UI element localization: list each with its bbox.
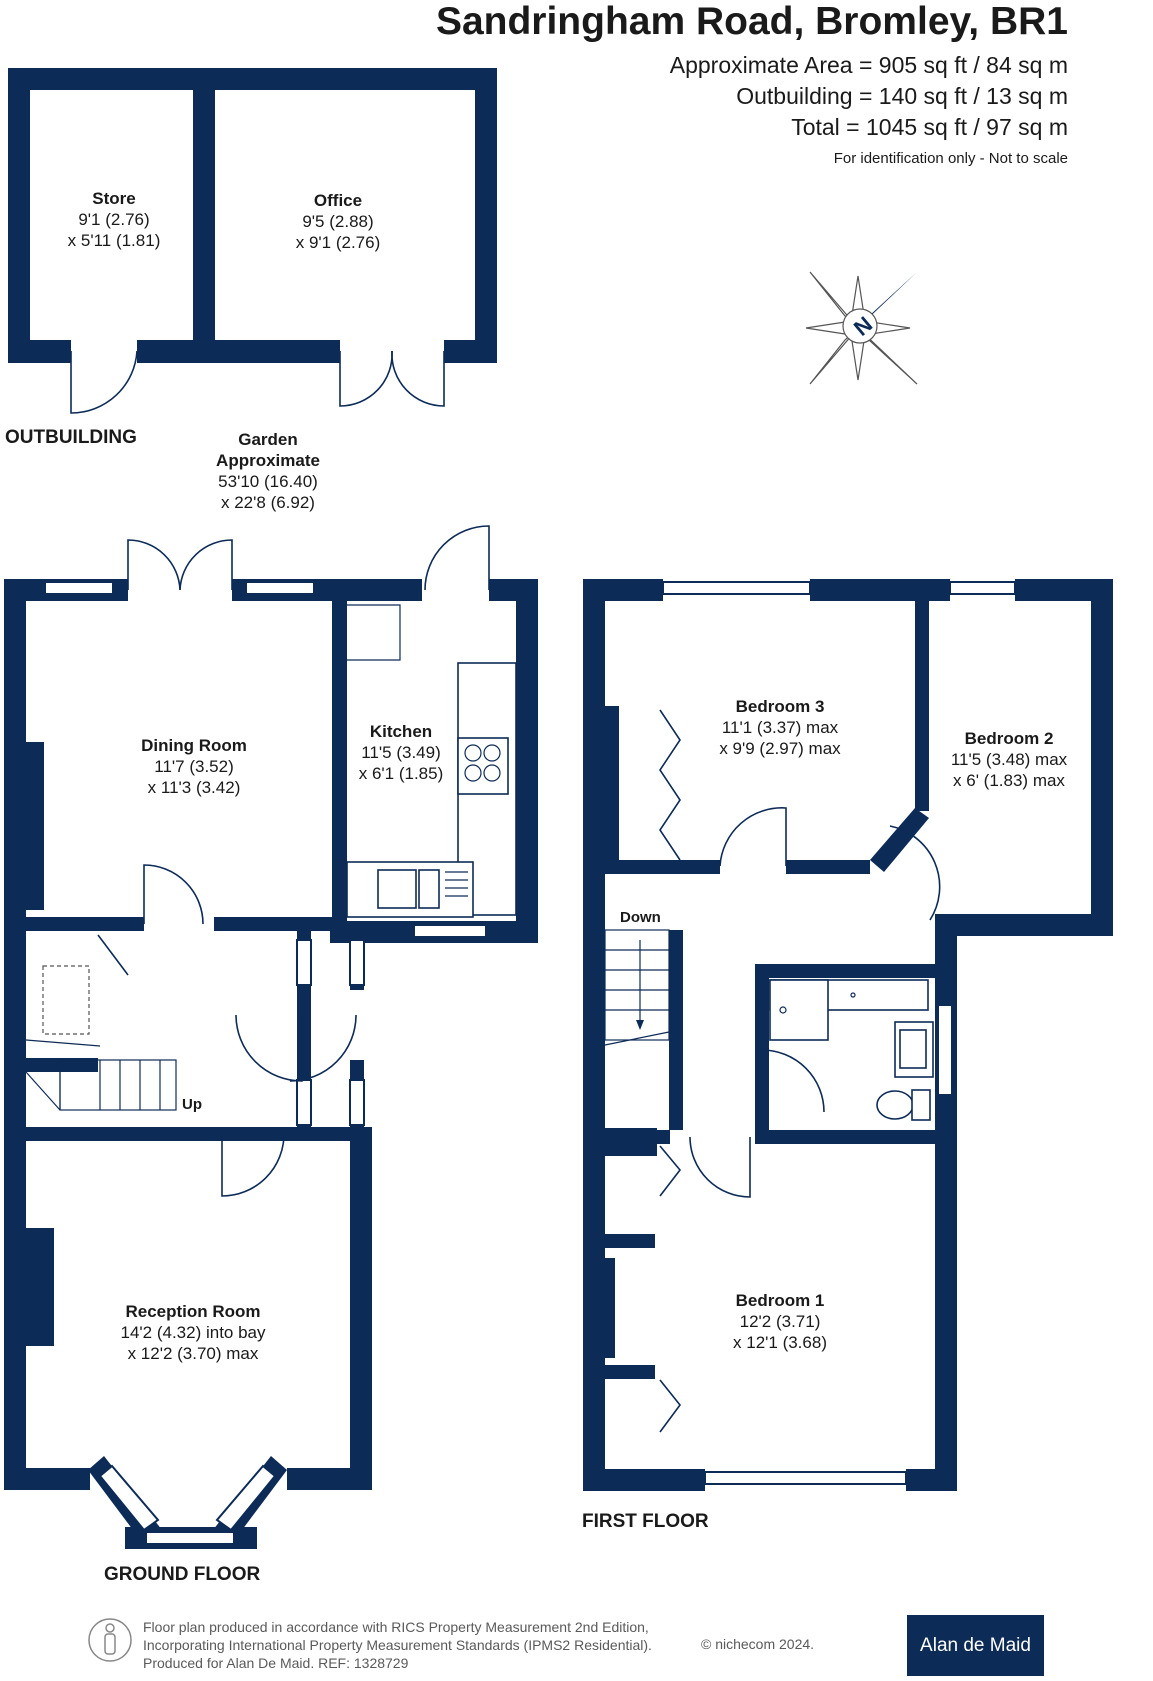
ground-floor-label: GROUND FLOOR bbox=[104, 1564, 261, 1585]
room-reception: Reception Room 14'2 (4.32) into bay x 12… bbox=[120, 1301, 265, 1364]
room-dim: x 5'11 (1.81) bbox=[67, 231, 161, 250]
room-name: Bedroom 3 bbox=[735, 697, 825, 716]
room-name: Bedroom 1 bbox=[735, 1291, 825, 1310]
footer-notes: Floor plan produced in accordance with R… bbox=[143, 1618, 652, 1672]
outbuilding-label: OUTBUILDING bbox=[5, 427, 137, 448]
room-dim: 12'2 (3.71) bbox=[739, 1312, 821, 1331]
brand-logo: Alan de Maid bbox=[907, 1615, 1044, 1676]
room-dim: x 6'1 (1.85) bbox=[358, 764, 444, 783]
room-bedroom-1: Bedroom 1 12'2 (3.71) x 12'1 (3.68) bbox=[733, 1290, 827, 1353]
room-dim: 14'2 (4.32) into bay bbox=[120, 1323, 266, 1342]
outbuilding-plan bbox=[8, 68, 497, 414]
room-name: Dining Room bbox=[141, 736, 247, 755]
area-main: Approximate Area = 905 sq ft / 84 sq m bbox=[669, 52, 1068, 78]
room-dim: 11'7 (3.52) bbox=[154, 757, 234, 776]
room-dim: x 11'3 (3.42) bbox=[147, 778, 241, 797]
room-dim: 11'5 (3.48) max bbox=[950, 750, 1068, 769]
room-dim: 9'1 (2.76) bbox=[78, 210, 150, 229]
area-total: Total = 1045 sq ft / 97 sq m bbox=[791, 114, 1068, 140]
stairs-down-label: Down bbox=[620, 909, 661, 926]
footer-line: Incorporating International Property Mea… bbox=[143, 1637, 652, 1653]
person-icon bbox=[88, 1618, 132, 1662]
room-dim: 9'5 (2.88) bbox=[302, 212, 374, 231]
room-dim: x 22'8 (6.92) bbox=[221, 493, 315, 512]
compass-icon bbox=[805, 271, 918, 385]
room-name: Store bbox=[92, 189, 136, 208]
room-bedroom-3: Bedroom 3 11'1 (3.37) max x 9'9 (2.97) m… bbox=[719, 696, 840, 759]
room-name: Reception Room bbox=[125, 1302, 261, 1321]
area-outbuilding: Outbuilding = 140 sq ft / 13 sq m bbox=[736, 83, 1068, 109]
room-name: Bedroom 2 bbox=[964, 729, 1054, 748]
compass-letter: N bbox=[850, 311, 874, 340]
compass-n: N bbox=[850, 311, 874, 340]
room-dim: 53'10 (16.40) bbox=[218, 472, 318, 491]
first-floor-plan bbox=[583, 579, 1113, 1491]
room-kitchen: Kitchen 11'5 (3.49) x 6'1 (1.85) bbox=[359, 721, 444, 784]
scale-disclaimer: For identification only - Not to scale bbox=[833, 150, 1068, 167]
room-dim: x 6' (1.83) max bbox=[953, 771, 1065, 790]
copyright: © nichecom 2024. bbox=[701, 1636, 815, 1652]
room-dim: x 9'9 (2.97) max bbox=[719, 739, 841, 758]
room-bedroom-2: Bedroom 2 11'5 (3.48) max x 6' (1.83) ma… bbox=[951, 728, 1067, 791]
room-dim: x 9'1 (2.76) bbox=[295, 233, 381, 252]
room-office: Office 9'5 (2.88) x 9'1 (2.76) bbox=[296, 190, 381, 253]
footer-line: Produced for Alan De Maid. REF: 1328729 bbox=[143, 1655, 409, 1671]
room-dim: 11'1 (3.37) max bbox=[721, 718, 839, 737]
room-name: Approximate bbox=[216, 451, 320, 470]
room-dining: Dining Room 11'7 (3.52) x 11'3 (3.42) bbox=[141, 735, 247, 798]
page-title: Sandringham Road, Bromley, BR1 bbox=[435, 0, 1068, 43]
room-store: Store 9'1 (2.76) x 5'11 (1.81) bbox=[68, 188, 161, 251]
garden-area: Garden Approximate 53'10 (16.40) x 22'8 … bbox=[216, 429, 320, 513]
room-name: Garden bbox=[238, 430, 298, 449]
room-dim: x 12'1 (3.68) bbox=[733, 1333, 827, 1352]
room-name: Kitchen bbox=[369, 722, 433, 741]
first-floor-label: FIRST FLOOR bbox=[582, 1511, 709, 1532]
room-name: Office bbox=[313, 191, 363, 210]
room-dim: x 12'2 (3.70) max bbox=[127, 1344, 259, 1363]
stairs-up-label: Up bbox=[182, 1096, 202, 1113]
room-dim: 11'5 (3.49) bbox=[361, 743, 441, 762]
footer-line: Floor plan produced in accordance with R… bbox=[143, 1619, 649, 1635]
ground-floor-plan bbox=[4, 525, 538, 1549]
